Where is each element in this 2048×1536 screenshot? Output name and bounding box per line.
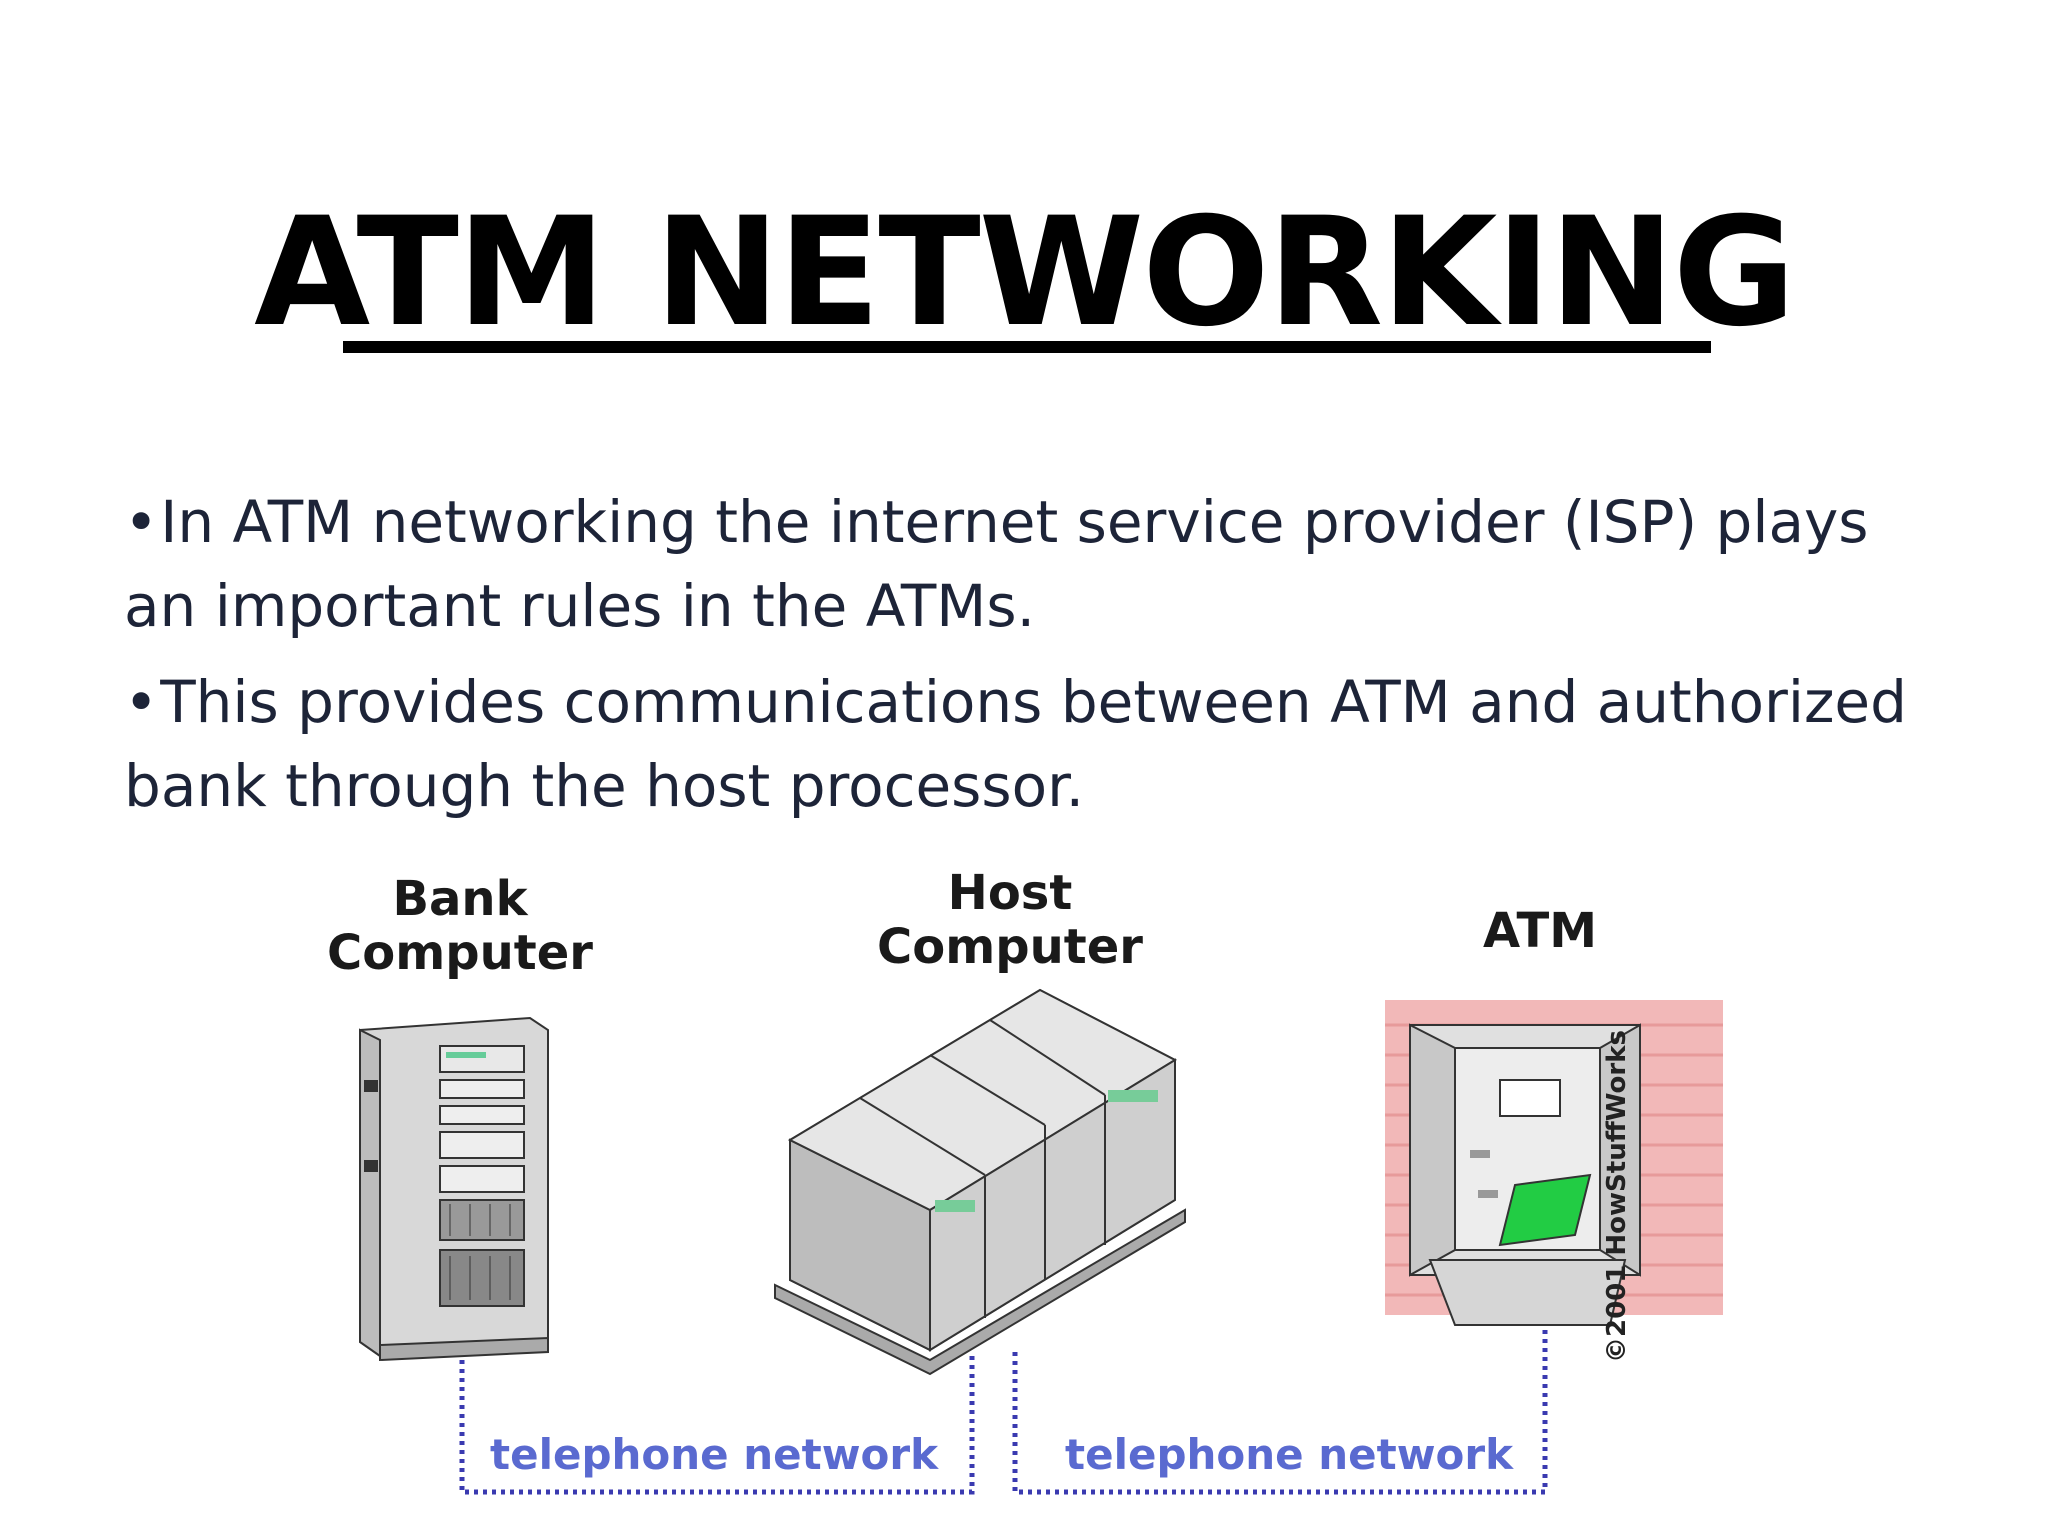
bullet-marker: • xyxy=(124,488,159,556)
bank-computer-icon xyxy=(359,1016,549,1362)
host-computer-label: Host Computer xyxy=(850,866,1170,974)
bullet-text: This provides communications between ATM… xyxy=(124,668,1907,820)
bullet-item: •In ATM networking the internet service … xyxy=(124,480,1944,648)
bank-label-line2: Computer xyxy=(327,925,593,981)
bullet-text: In ATM networking the internet service p… xyxy=(124,488,1869,640)
host-computer-icon xyxy=(774,988,1186,1376)
slide-title: ATM NETWORKING xyxy=(254,186,1796,360)
title-underline xyxy=(343,341,1711,353)
bullet-list: •In ATM networking the internet service … xyxy=(124,480,1944,840)
network-label-left: telephone network xyxy=(490,1430,939,1479)
host-label-line1: Host xyxy=(947,865,1073,921)
network-label-right: telephone network xyxy=(1065,1430,1514,1479)
atm-label: ATM xyxy=(1483,903,1597,959)
bullet-item: •This provides communications between AT… xyxy=(124,660,1944,828)
host-label-line2: Computer xyxy=(877,919,1143,975)
atm-machine-icon xyxy=(1385,1000,1723,1326)
bank-computer-label: Bank Computer xyxy=(300,872,620,980)
bullet-marker: • xyxy=(124,668,159,736)
bank-label-line1: Bank xyxy=(392,871,528,927)
copyright-text: ©2001 HowStuffWorks xyxy=(1602,1030,1632,1363)
telephone-network-lines xyxy=(459,1330,1548,1495)
